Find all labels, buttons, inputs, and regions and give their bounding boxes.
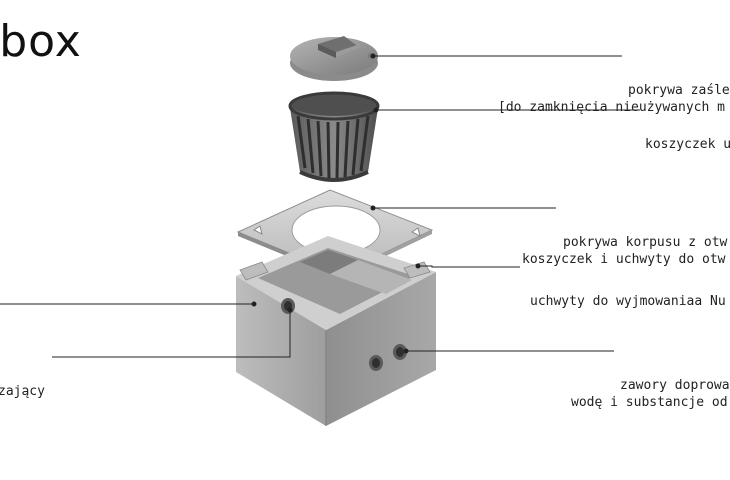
label-body-cover-line2: koszyczek i uchwyty do otw (522, 252, 726, 267)
leader-lines (0, 53, 640, 358)
basket-part (288, 91, 380, 182)
label-cap-line2: [do zamknięcia nieużywanych m (498, 100, 725, 115)
brand-logo: ibox (0, 20, 82, 64)
leader-dot-drain (287, 307, 293, 313)
leader-dot-left-upper (251, 301, 257, 307)
label-valves-line1: zawory doprowa (620, 378, 730, 393)
valve-2 (393, 344, 407, 360)
label-basket-line1: koszyczek u (645, 137, 730, 152)
label-drain: zający (0, 349, 45, 417)
label-body-cover-2: koszyczek i uchwyty do otw (522, 217, 726, 285)
label-basket: koszyczek u (645, 102, 730, 170)
label-valves-2: wodę i substancje od (571, 360, 728, 428)
main-body-part (236, 236, 436, 426)
label-cap-note: [do zamknięcia nieużywanych m (498, 65, 725, 133)
brand-logo-text: ibox (0, 16, 82, 67)
leader-dot-handles (415, 263, 421, 269)
leader-dot-valves (403, 348, 409, 354)
valve-1 (369, 355, 383, 371)
leader-line-drain (52, 310, 291, 358)
label-valves-line2: wodę i substancje od (571, 395, 728, 410)
label-valves: zawory doprowa (620, 343, 730, 411)
label-handles: uchwyty do wyjmowaniaa Nu (530, 259, 726, 327)
label-handles-line1: uchwyty do wyjmowaniaa Nu (530, 294, 726, 309)
leader-dot-basket (373, 107, 379, 113)
leader-line-handles (418, 265, 520, 268)
leader-dot-cap (370, 53, 376, 59)
label-body-cover: pokrywa korpusu z otw (563, 200, 727, 268)
drain-valve (281, 298, 295, 314)
label-cap-line1: pokrywa zaśle (628, 83, 730, 98)
label-cap: pokrywa zaśle (628, 48, 730, 116)
leader-dot-body-cover (370, 205, 376, 211)
label-body-cover-line1: pokrywa korpusu z otw (563, 235, 728, 250)
cap-part (290, 36, 378, 81)
label-drain-line1: zający (0, 384, 45, 399)
